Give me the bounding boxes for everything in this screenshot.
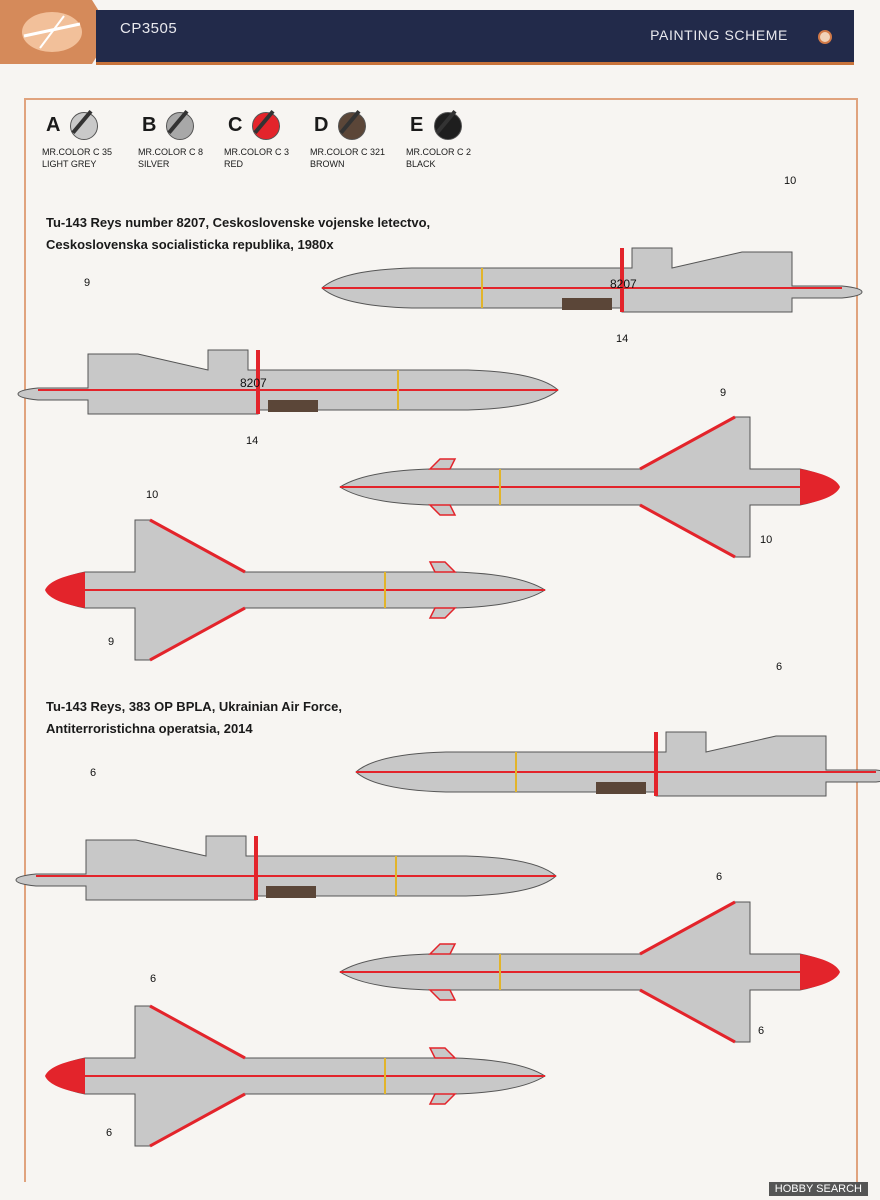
product-code: CP3505 [120,20,178,37]
callout-number: 14 [246,435,258,447]
header-dot [818,30,832,44]
callout-number: 9 [84,277,90,289]
drone-side-right-2 [354,730,880,798]
callout-number: 6 [150,973,156,985]
callout-number: 6 [758,1025,764,1037]
callout-number: 6 [776,661,782,673]
scheme-1-caption: Tu-143 Reys number 8207, Ceskoslovenske … [46,215,431,252]
drone-top-right-2 [338,900,842,1044]
callout-number: 9 [108,636,114,648]
callout-number: 6 [90,767,96,779]
drone-top-left-1 [43,518,547,662]
callout-number: 14 [616,333,628,345]
clear-prop-logo [0,0,112,64]
page-title: PAINTING SCHEME [650,27,788,43]
callout-number: 6 [716,871,722,883]
header-bar [96,10,854,65]
callout-number: 10 [784,175,796,187]
callout-number: 6 [106,1127,112,1139]
paint-circle [252,112,280,140]
header: CP3505 PAINTING SCHEME [0,0,880,65]
footer-watermark: HOBBY SEARCH [768,1182,868,1196]
drone-side-right-1 [320,246,864,314]
serial-text: 8207 [610,277,637,291]
drone-side-left-2 [14,834,558,902]
content-frame [24,98,858,1182]
drone-top-left-2 [43,1004,547,1148]
serial-text: 8207 [240,376,267,390]
callout-number: 10 [146,489,158,501]
drone-side-left-1 [16,348,560,416]
scheme-2-caption: Tu-143 Reys, 383 OP BPLA, Ukrainian Air … [46,699,342,736]
callout-number: 9 [720,387,726,399]
callout-number: 10 [760,534,772,546]
